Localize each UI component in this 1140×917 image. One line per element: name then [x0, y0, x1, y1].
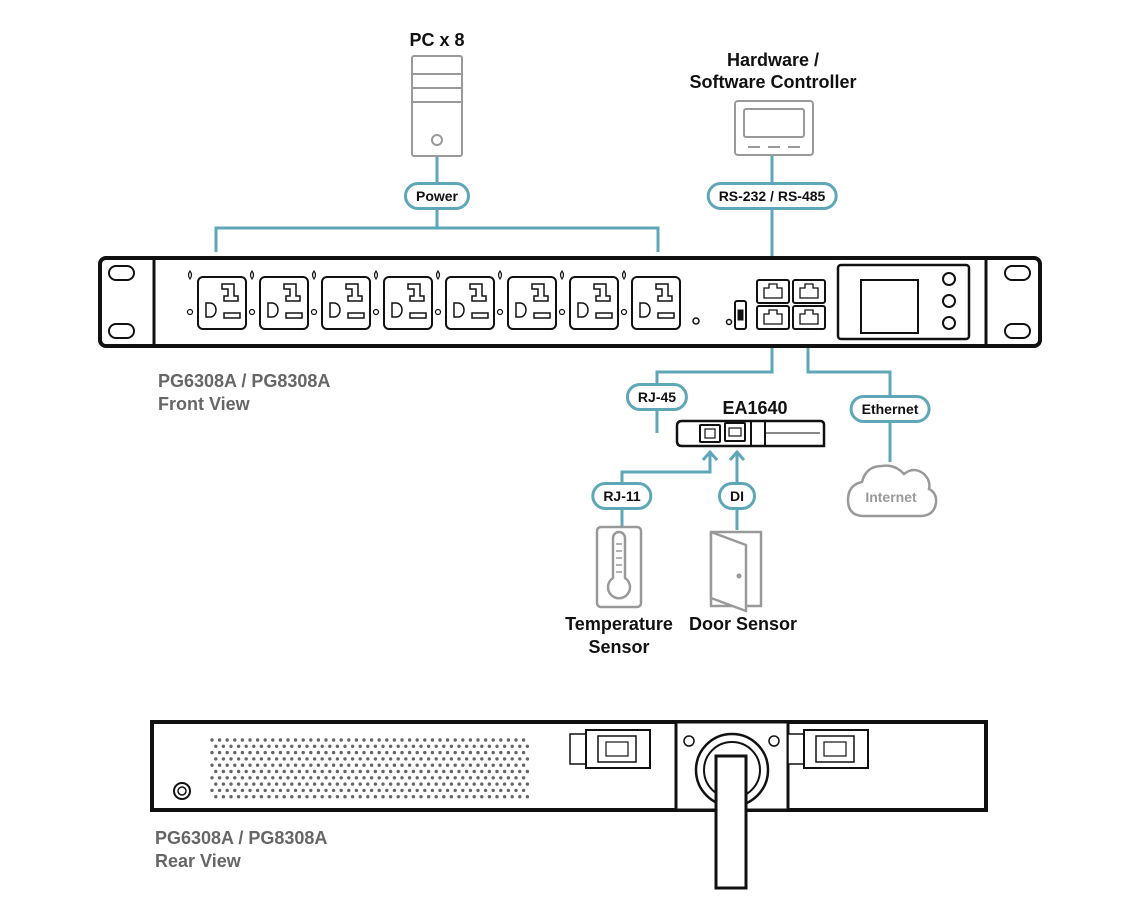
rj11-arrow — [701, 449, 719, 461]
rj11-connector-badge: RJ-11 — [591, 482, 653, 510]
outlet-7 — [558, 269, 619, 330]
panel-button-1 — [942, 272, 956, 286]
rear-pdu — [150, 720, 988, 890]
rj45-connector-badge: RJ-45 — [625, 383, 689, 411]
panel-button-2 — [942, 294, 956, 308]
temperature-label-line2: Sensor — [588, 637, 650, 657]
outlet-5 — [434, 269, 495, 330]
ea1640-label: EA1640 — [722, 398, 788, 418]
usb-port-slot — [737, 309, 744, 321]
controller-icon — [734, 100, 814, 156]
door-icon — [709, 530, 763, 613]
front-view-label: Front View — [158, 394, 250, 414]
power-connector-badge: Power — [403, 182, 471, 210]
outlet-4 — [372, 269, 433, 330]
outlet-8 — [620, 269, 681, 330]
rear-view-label: Rear View — [155, 851, 241, 871]
thermometer-icon — [595, 525, 643, 609]
controller-label-line1: Hardware / — [726, 50, 820, 70]
di-arrow — [728, 449, 746, 461]
rj45-port-group — [756, 279, 826, 330]
outlet-3 — [310, 269, 371, 330]
rj45-port-1 — [756, 279, 790, 304]
temperature-label-line1: Temperature — [565, 614, 673, 634]
outlet-group — [186, 269, 681, 330]
ea1640-device — [675, 419, 826, 448]
controller-label-line2: Software Controller — [689, 72, 857, 92]
rj45-port-4 — [792, 305, 826, 330]
rear-model-label: PG6308A / PG8308A — [155, 828, 328, 848]
power-bus-line — [214, 226, 660, 252]
ethernet-connector-badge: Ethernet — [849, 395, 931, 423]
rj45-port-2 — [756, 305, 790, 330]
rj45-port-3 — [792, 279, 826, 304]
panel-button-3 — [942, 316, 956, 330]
outlet-6 — [496, 269, 557, 330]
door-sensor-label: Door Sensor — [688, 614, 798, 634]
internet-label: Internet — [865, 489, 917, 505]
di-connector-badge: DI — [718, 482, 756, 510]
pc-label: PC x 8 — [409, 30, 465, 50]
outlet-2 — [248, 269, 309, 330]
pc-tower-icon — [411, 55, 463, 157]
outlet-1 — [186, 269, 247, 330]
cloud-icon — [846, 464, 938, 518]
lcd-screen — [860, 279, 919, 334]
front-model-label: PG6308A / PG8308A — [158, 371, 331, 391]
vent-grid — [210, 738, 530, 799]
serial-connector-badge: RS-232 / RS-485 — [706, 182, 838, 210]
front-pdu — [98, 256, 1042, 348]
